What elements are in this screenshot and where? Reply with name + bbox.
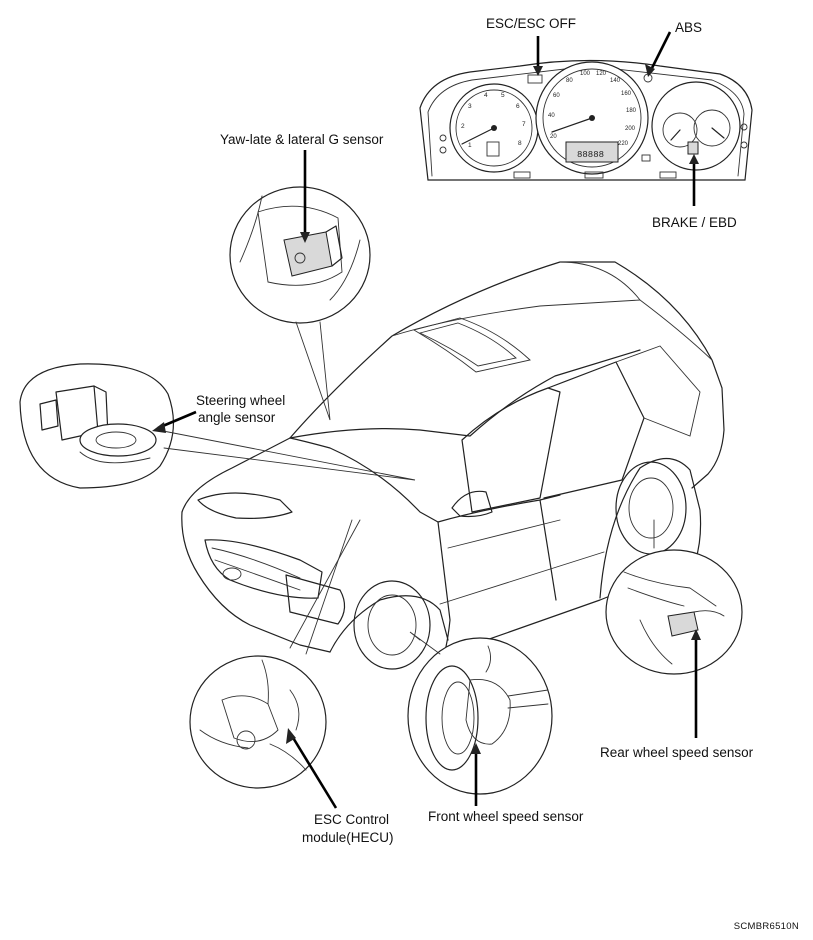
steering-sensor-label-line2: angle sensor xyxy=(198,410,276,425)
hecu-callout xyxy=(189,519,361,809)
speedo-tick: 160 xyxy=(621,91,632,97)
tach-tick: 4 xyxy=(484,92,488,99)
odometer-readout: 88888 xyxy=(577,150,604,160)
rear-wheel-sensor-label: Rear wheel speed sensor xyxy=(600,745,754,760)
speedo-tick: 20 xyxy=(550,134,557,140)
tach-tick: 2 xyxy=(461,123,465,130)
front-wheel-callout xyxy=(407,631,553,806)
steering-angle-sensor-callout xyxy=(19,363,416,489)
tach-tick: 8 xyxy=(518,140,522,147)
speedo-tick: 60 xyxy=(553,93,560,99)
front-wheel-sensor-label: Front wheel speed sensor xyxy=(428,809,584,824)
tach-tick: 6 xyxy=(516,103,520,110)
speedo-tick: 40 xyxy=(548,113,555,119)
speedo-tick: 100 xyxy=(580,71,591,77)
tachometer-tick-labels: 1 2 3 4 5 6 7 8 xyxy=(461,92,526,149)
yaw-sensor-label: Yaw-late & lateral G sensor xyxy=(220,132,384,147)
tach-tick: 5 xyxy=(501,92,505,99)
speedometer-tick-labels: 20 40 60 80 100 120 140 160 180 200 220 xyxy=(548,71,637,147)
brake-ebd-label: BRAKE / EBD xyxy=(652,215,737,230)
figure-code: SCMBR6510N xyxy=(733,921,799,932)
speedo-tick: 140 xyxy=(610,78,621,84)
tach-tick: 3 xyxy=(468,103,472,110)
esc-module-label-line2: module(HECU) xyxy=(302,830,394,845)
steering-sensor-label-line1: Steering wheel xyxy=(196,393,286,408)
tach-tick: 1 xyxy=(468,142,472,149)
cluster-leader-lines xyxy=(533,31,699,206)
yaw-sensor-callout xyxy=(229,150,371,421)
speedo-tick: 200 xyxy=(625,126,636,132)
tach-tick: 7 xyxy=(522,121,526,128)
speedo-tick: 180 xyxy=(626,108,637,114)
speedo-tick: 120 xyxy=(596,71,607,77)
esc-module-label-line1: ESC Control xyxy=(314,812,390,827)
abs-label: ABS xyxy=(675,20,703,35)
speedo-tick: 80 xyxy=(566,78,573,84)
instrument-cluster xyxy=(419,59,753,181)
rear-wheel-callout xyxy=(605,519,743,738)
esc-off-label: ESC/ESC OFF xyxy=(486,16,577,31)
speedo-tick: 220 xyxy=(618,141,629,147)
